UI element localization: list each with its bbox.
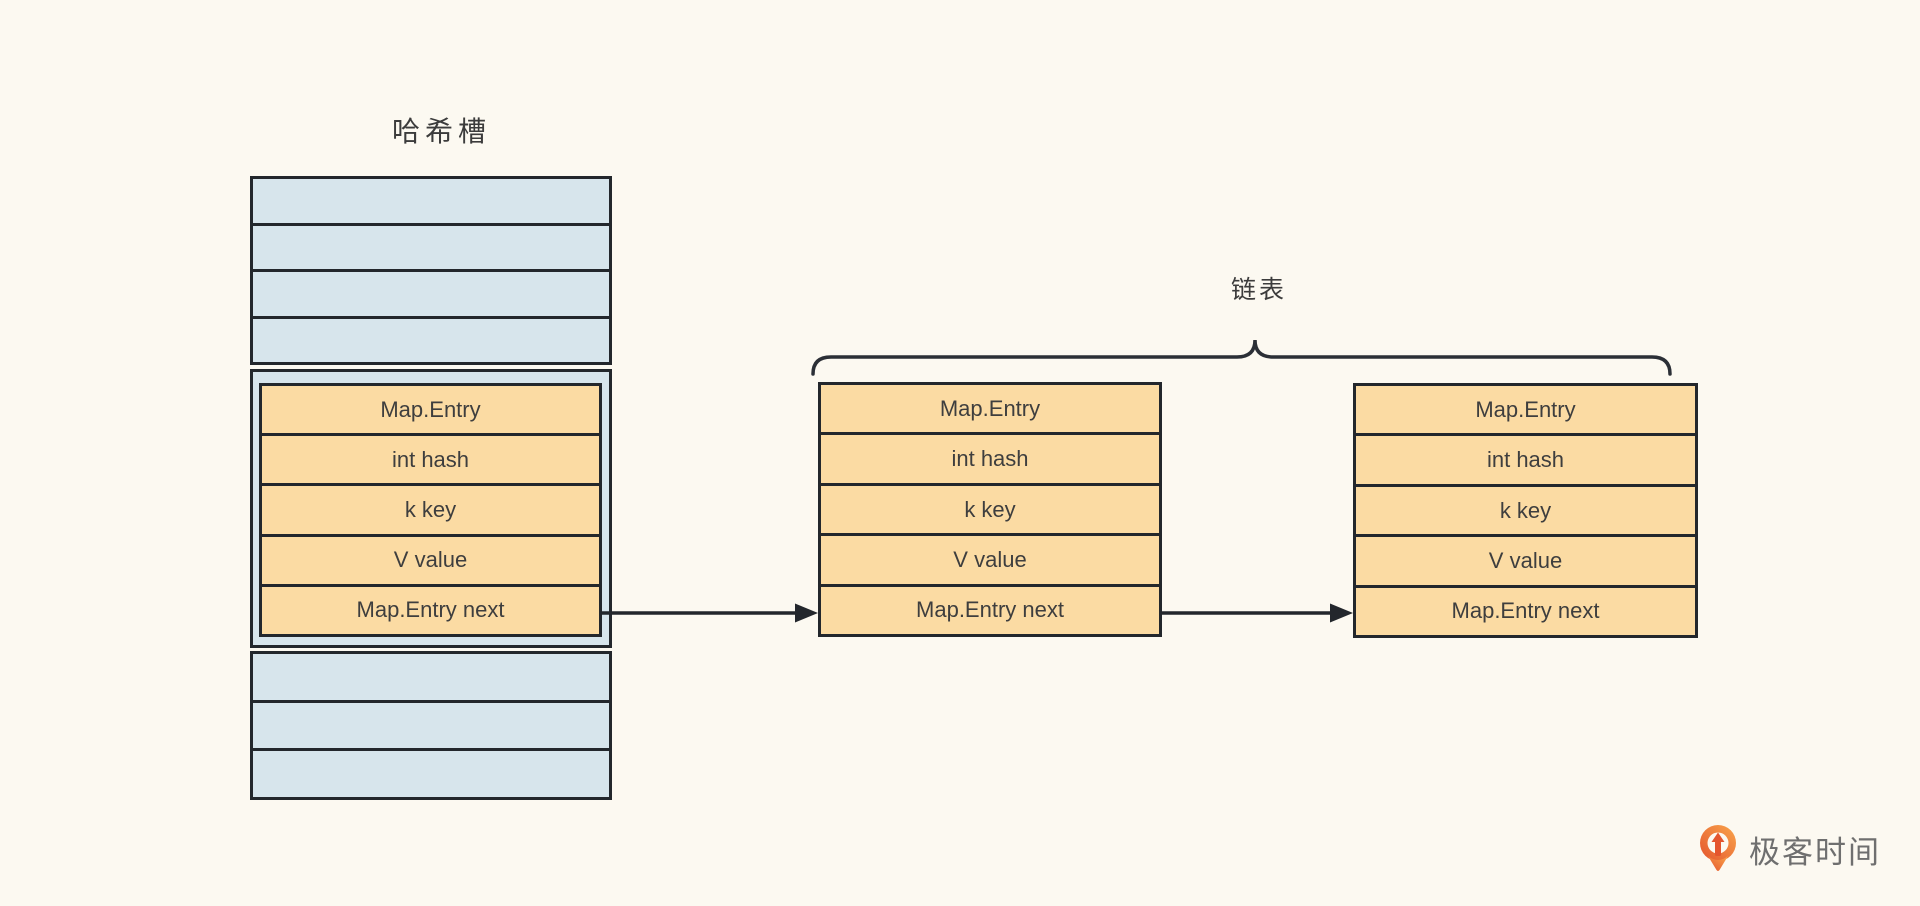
- hash-table-upper-slots: [250, 176, 612, 365]
- map-entry-block-slot: Map.Entry int hash k key V value Map.Ent…: [259, 383, 602, 637]
- hash-slots-title: 哈希槽: [392, 116, 492, 147]
- entry-field-class: Map.Entry: [1475, 396, 1576, 422]
- entry-field-key: k key: [262, 483, 599, 533]
- entry-field-next: Map.Entry next: [821, 583, 1159, 634]
- entry-field-value: V value: [1356, 534, 1695, 584]
- entry-field-class: Map.Entry: [380, 396, 481, 422]
- empty-slot: [253, 748, 609, 797]
- empty-slot: [253, 654, 609, 700]
- linked-list-label: 链表: [1231, 276, 1288, 304]
- entry-field-class: Map.Entry: [939, 395, 1041, 421]
- entry-field-hash: int hash: [262, 433, 599, 483]
- entry-field-hash: int hash: [1356, 433, 1695, 483]
- next-pointer-arrow-1: [602, 603, 818, 623]
- geektime-logo: 极客时间: [1697, 824, 1881, 874]
- entry-field-next: Map.Entry next: [1356, 584, 1695, 635]
- entry-field-next: Map.Entry next: [262, 583, 599, 634]
- empty-slot: [253, 315, 609, 363]
- geektime-logo-icon: [1700, 825, 1736, 871]
- map-entry-block-node1: Map.Entry int hash k key V value Map.Ent…: [818, 382, 1162, 637]
- entry-field-key: k key: [821, 482, 1159, 533]
- entry-field-value: V value: [821, 533, 1159, 583]
- linked-list-brace: [811, 339, 1672, 376]
- empty-slot: [253, 179, 609, 223]
- entry-field-value: V value: [262, 533, 599, 584]
- geektime-logo-text: 极客时间: [1749, 834, 1881, 870]
- empty-slot: [253, 222, 609, 270]
- entry-field-key: k key: [1356, 483, 1695, 534]
- empty-slot: [253, 699, 609, 749]
- map-entry-block-node2: Map.Entry int hash k key V value Map.Ent…: [1353, 383, 1698, 638]
- next-pointer-arrow-2: [1162, 603, 1353, 623]
- hash-table-lower-slots: [250, 651, 612, 800]
- entry-field-hash: int hash: [821, 432, 1159, 482]
- empty-slot: [253, 269, 609, 316]
